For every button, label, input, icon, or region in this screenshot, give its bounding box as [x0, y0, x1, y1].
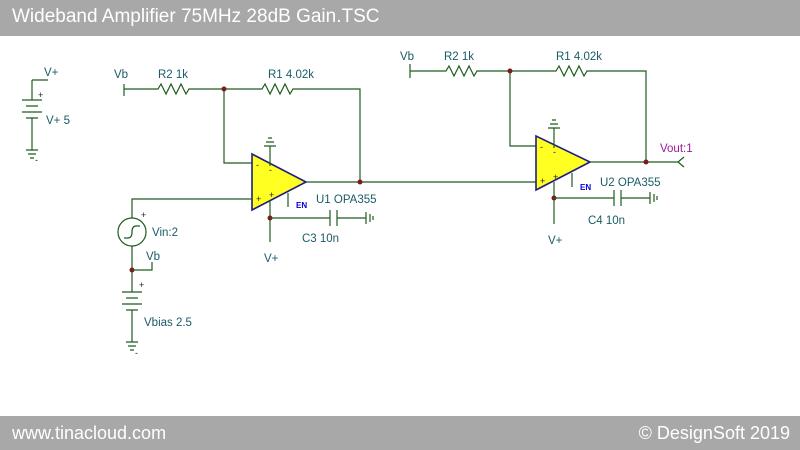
svg-text:+: + — [38, 90, 43, 100]
svg-text:+: + — [553, 172, 558, 182]
stage1-opamp[interactable]: - + - + — [251, 137, 308, 242]
stage1-enable-label: EN — [296, 201, 307, 210]
svg-text:-: - — [256, 160, 259, 170]
stage1-r1-label: R1 4.02k — [268, 69, 314, 81]
stage2-opamp[interactable]: - + - + — [535, 119, 592, 224]
bias-name-label: Vbias 2.5 — [144, 317, 192, 329]
stage1-r1-resistor[interactable] — [224, 82, 361, 182]
output-label: Vout:1 — [660, 143, 693, 155]
stage2-enable-label: EN — [580, 183, 591, 192]
stage1-vb-terminal — [123, 84, 152, 96]
stage1-r2-label: R2 1k — [158, 69, 188, 81]
stage2-cap-c4[interactable] — [554, 190, 658, 206]
schematic-canvas[interactable]: + - V+ V+ 5 Vb R2 1k R1 4.02k - + - + EN… — [0, 36, 800, 416]
stage2-opamp-label: U2 OPA355 — [600, 177, 661, 189]
footer-site-link[interactable]: www.tinacloud.com — [12, 423, 167, 443]
footer-bar: www.tinacloud.com © DesignSoft 2019 — [0, 416, 800, 450]
svg-text:-: - — [35, 155, 38, 165]
junction-dot — [357, 179, 363, 185]
supply-name-label: V+ 5 — [46, 115, 70, 127]
svg-text:+: + — [540, 176, 545, 186]
stage2-r1-label: R1 4.02k — [556, 51, 602, 63]
svg-text:+: + — [139, 280, 144, 290]
stage1-supply-label: V+ — [264, 253, 279, 265]
stage1-cap-label: C3 10n — [302, 233, 339, 245]
svg-text:-: - — [540, 142, 543, 152]
svg-text:-: - — [553, 147, 556, 157]
svg-text:+: + — [269, 190, 274, 200]
source-vb-terminal — [132, 262, 153, 271]
stage2-r2-resistor[interactable] — [440, 64, 510, 78]
svg-text:-: - — [269, 165, 272, 175]
junction-dot — [221, 86, 227, 92]
stage2-supply-label: V+ — [548, 235, 563, 247]
stage1-r2-resistor[interactable] — [152, 82, 224, 96]
stage1-cap-c3[interactable] — [270, 210, 374, 226]
window-title: Wideband Amplifier 75MHz 28dB Gain.TSC — [12, 6, 380, 27]
supply-battery[interactable]: + - — [22, 79, 48, 165]
svg-text:-: - — [135, 348, 138, 358]
stage1-opamp-label: U1 OPA355 — [316, 194, 377, 206]
junction-dot — [507, 68, 513, 74]
footer-copyright: © DesignSoft 2019 — [638, 423, 790, 443]
source-vb-label: Vb — [146, 251, 160, 263]
stage2-cap-label: C4 10n — [588, 215, 625, 227]
svg-text:+: + — [256, 194, 261, 204]
supply-node-label: V+ — [44, 67, 59, 79]
stage2-vb-terminal — [409, 64, 440, 78]
stage2-r2-label: R2 1k — [444, 51, 474, 63]
stage2-vb-label: Vb — [400, 51, 414, 63]
stage2-r1-resistor[interactable] — [510, 64, 647, 162]
junction-dot — [643, 159, 649, 165]
source-name-label: Vin:2 — [152, 227, 178, 239]
bias-battery[interactable]: + - — [122, 280, 144, 358]
output-terminal — [677, 156, 685, 168]
stage1-vb-label: Vb — [114, 69, 128, 81]
title-bar: Wideband Amplifier 75MHz 28dB Gain.TSC — [0, 0, 800, 36]
svg-text:+: + — [141, 210, 146, 220]
